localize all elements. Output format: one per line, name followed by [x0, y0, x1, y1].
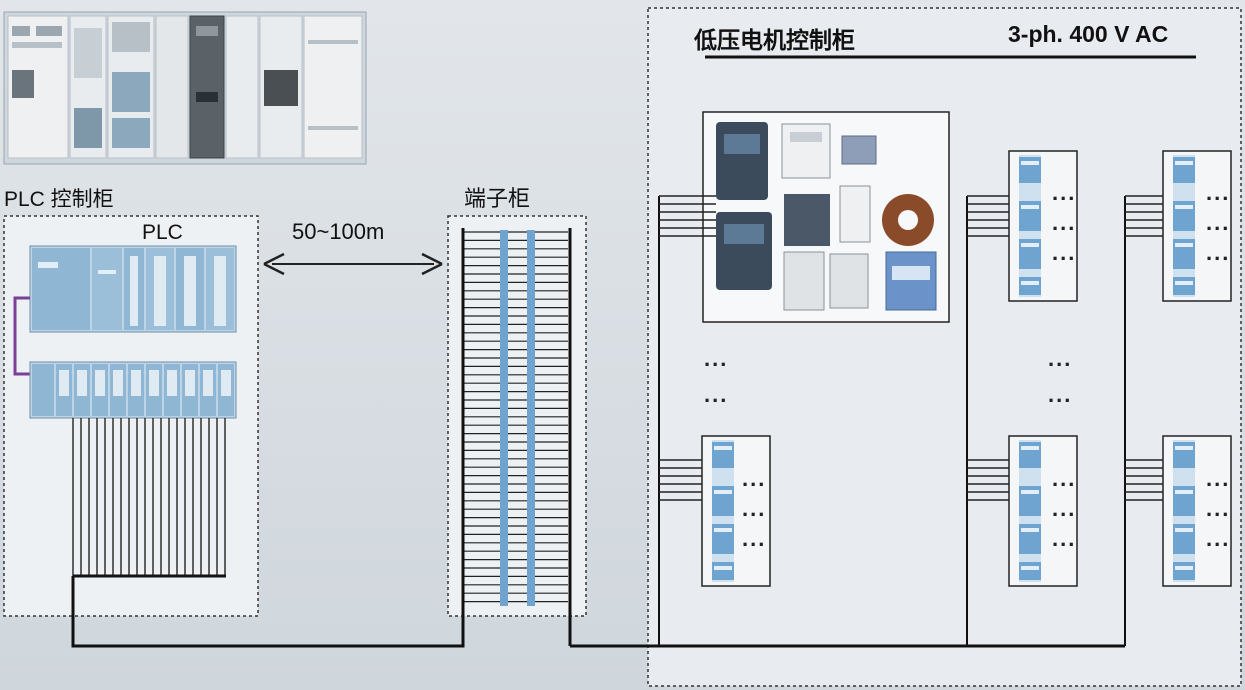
feeder-ellipsis: ...	[1206, 210, 1231, 235]
feeder-module-led	[714, 446, 732, 450]
feeder-module-led	[1021, 528, 1039, 532]
feeder-module-led	[1021, 281, 1039, 285]
feeder-ellipsis: ...	[1052, 496, 1077, 521]
feeder-module-led	[1175, 281, 1193, 285]
plc-cpu-rack	[29, 245, 237, 333]
timer-relay-icon	[783, 251, 825, 311]
plc-io-rack	[29, 361, 237, 419]
more-feeders-ellipsis: ...	[1048, 382, 1073, 407]
monitoring-relay-icon	[829, 253, 869, 309]
io-module-label	[167, 370, 177, 396]
io-module-label	[185, 370, 195, 396]
module-icon	[839, 185, 871, 243]
feeder-ellipsis: ...	[1206, 466, 1231, 491]
lv-cabinet-title: 低压电机控制柜	[694, 27, 855, 53]
plc-label: PLC	[142, 221, 183, 244]
feeder-ellipsis: ...	[1206, 240, 1231, 265]
io-module-label	[77, 370, 87, 396]
terminal-wires	[463, 231, 568, 603]
feeder-module-led	[1175, 243, 1193, 247]
feeder-module-block	[1173, 562, 1195, 580]
feeder-module-led	[714, 528, 732, 532]
feeder-module-led	[1175, 161, 1193, 165]
feeder-module-led	[1175, 566, 1193, 570]
feeder-module-block	[1173, 277, 1195, 295]
feeder-module-led	[714, 566, 732, 570]
rack-link-cable	[13, 296, 30, 376]
feeder-module-block	[1173, 157, 1195, 183]
feeder-module-led	[1021, 205, 1039, 209]
more-feeders-ellipsis: ...	[704, 382, 729, 407]
cabinet-row-photo	[3, 11, 367, 165]
io-module-label	[59, 370, 69, 396]
feeder-module-led	[1175, 490, 1193, 494]
io-module-label	[113, 370, 123, 396]
io-module-label	[95, 370, 105, 396]
feeder-module-block	[1019, 277, 1041, 295]
main-bus-cable	[71, 576, 465, 648]
feeder-module-led	[1021, 161, 1039, 165]
overload-relay-icon	[784, 194, 830, 246]
plc-cabinet-label: PLC 控制柜	[4, 188, 114, 211]
feeder-ellipsis: ...	[742, 496, 767, 521]
feeder-module-led	[714, 490, 732, 494]
feeder-module-led	[1021, 243, 1039, 247]
feeder-ellipsis: ...	[1052, 526, 1077, 551]
io-module-label	[221, 370, 231, 396]
feeder-ellipsis: ...	[1206, 180, 1231, 205]
supply-voltage-label: 3-ph. 400 V AC	[1008, 21, 1169, 47]
power-supply-icon	[885, 251, 937, 311]
feeder-module-led	[1175, 446, 1193, 450]
feeder-ellipsis: ...	[1052, 180, 1077, 205]
feeder-ellipsis: ...	[1206, 496, 1231, 521]
feeder-module-block	[1019, 562, 1041, 580]
feeder-ellipsis: ...	[1052, 240, 1077, 265]
io-module-label	[149, 370, 159, 396]
io-wire-bundle	[72, 418, 226, 578]
feeder-module-block	[712, 562, 734, 580]
feeder-module-led	[1021, 446, 1039, 450]
feeder-ellipsis: ...	[742, 466, 767, 491]
feeder-module-led	[1021, 490, 1039, 494]
more-feeders-ellipsis: ...	[704, 346, 729, 371]
feeder-module-block	[1019, 442, 1041, 468]
feeder-ellipsis: ...	[1206, 526, 1231, 551]
feeder-ellipsis: ...	[742, 526, 767, 551]
motor-feeders	[659, 150, 1232, 587]
feeder-module-led	[1175, 528, 1193, 532]
feeder-module-block	[712, 442, 734, 468]
terminal-cabinet-frame	[447, 215, 587, 617]
io-module-label	[131, 370, 141, 396]
distance-label: 50~100m	[292, 219, 385, 244]
io-module-label	[203, 370, 213, 396]
feeder-module-block	[1173, 442, 1195, 468]
circuit-breaker-icon	[716, 122, 768, 200]
relay-icon	[841, 135, 877, 165]
more-feeders-ellipsis: ...	[1048, 346, 1073, 371]
distance-arrow	[263, 252, 443, 276]
motor-starter-icon	[716, 212, 772, 290]
terminal-strips	[500, 230, 535, 606]
switchgear-components-box	[702, 111, 950, 323]
feeder-module-led	[1175, 205, 1193, 209]
feeder-module-block	[1019, 157, 1041, 183]
terminal-cabinet-label: 端子柜	[464, 186, 531, 211]
io-module-slots	[56, 364, 234, 416]
feeder-ellipsis: ...	[1052, 210, 1077, 235]
feeder-ellipsis: ...	[1052, 466, 1077, 491]
feeder-module-led	[1021, 566, 1039, 570]
